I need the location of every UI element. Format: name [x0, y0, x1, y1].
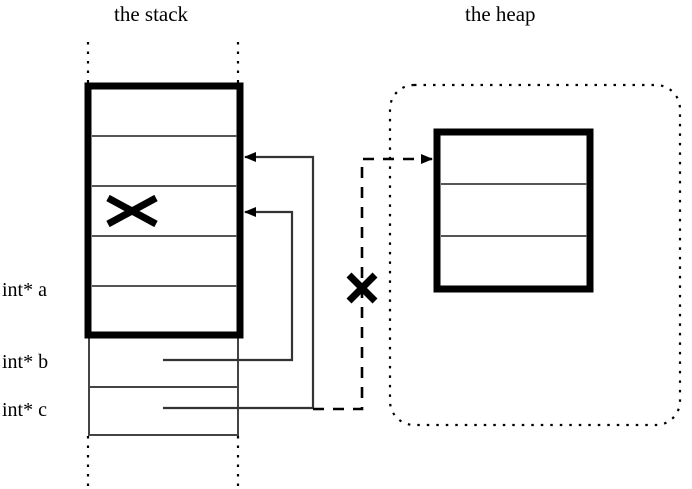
- pointer-c-connector: [163, 152, 315, 410]
- dead-pointer-dashed-connector: [313, 154, 433, 411]
- heap-title: the heap: [465, 2, 536, 26]
- stack-title: the stack: [114, 2, 189, 26]
- stack-frame-box: [84, 82, 244, 339]
- struck-value-x-icon: [106, 194, 158, 228]
- pointer-b-connector: [163, 207, 294, 362]
- heap-block-box: [433, 128, 594, 293]
- var-label-a: int* a: [2, 279, 47, 301]
- dead-pointer-x-icon: [346, 272, 378, 304]
- var-label-c: int* c: [2, 399, 47, 421]
- stack-pointer-rows-box: [88, 334, 239, 436]
- var-label-b: int* b: [2, 351, 49, 373]
